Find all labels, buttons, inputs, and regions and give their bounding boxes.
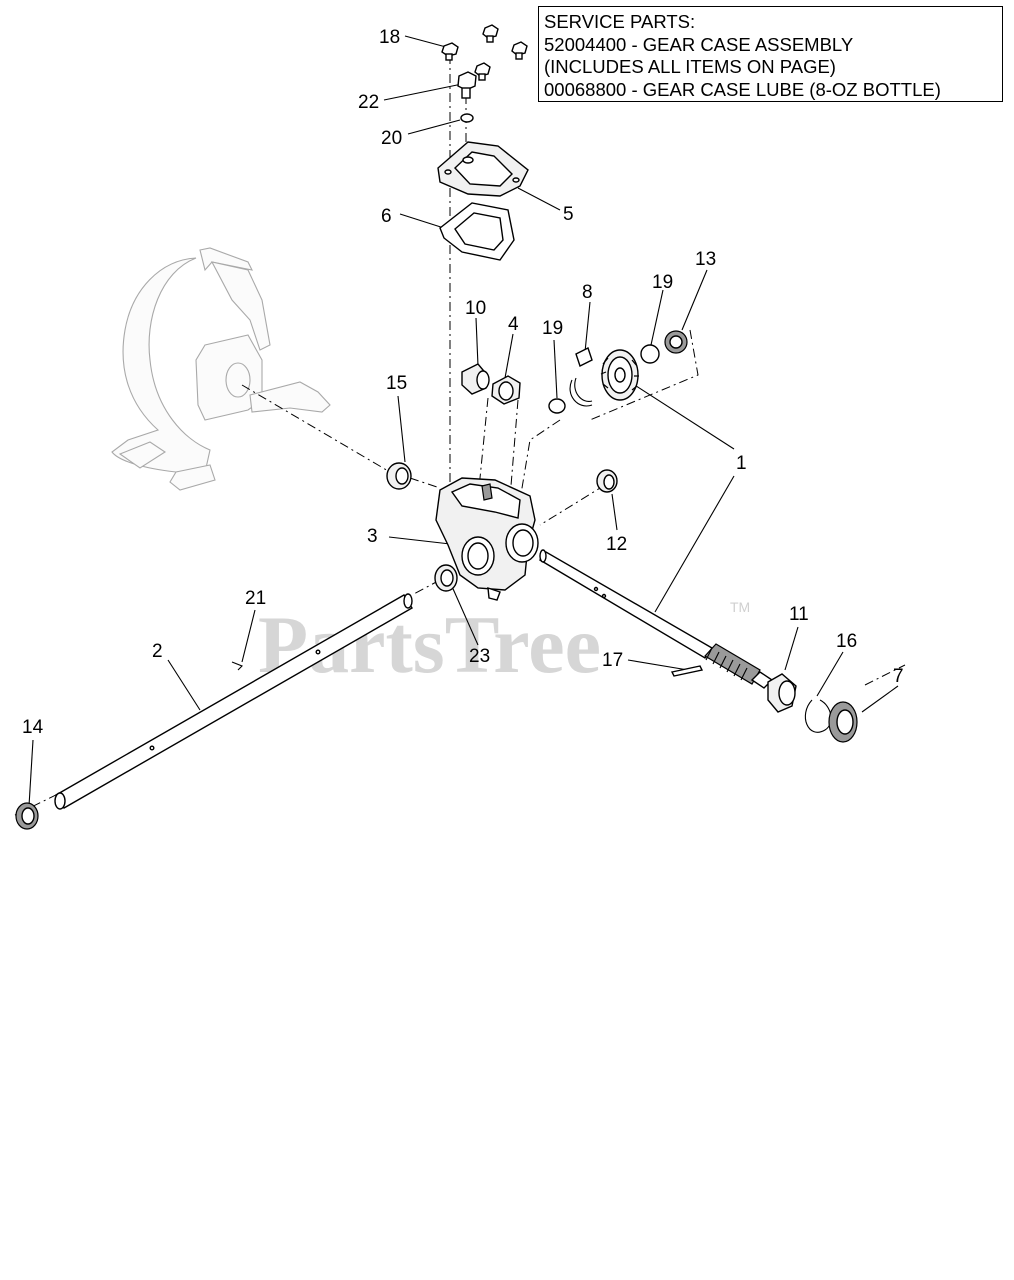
callout-4: 4: [508, 314, 519, 335]
callout-6: 6: [381, 206, 392, 227]
bushing-23: [434, 564, 458, 592]
washer-20: [460, 113, 474, 123]
service-parts-line-3: 00068800 - GEAR CASE LUBE (8-OZ BOTTLE): [544, 78, 941, 100]
bolts-18: [441, 24, 528, 81]
watermark: PartsTree TM: [258, 599, 750, 690]
callout-19-left: 19: [542, 318, 563, 339]
callout-8: 8: [582, 282, 593, 303]
retaining-ring-16: [804, 699, 832, 733]
gear-case-cover-5: [437, 141, 529, 197]
worm-shaft-1: [538, 549, 774, 689]
worm-gear-1: [600, 349, 639, 401]
callout-7: 7: [893, 666, 904, 687]
pin-21: [231, 661, 243, 671]
callout-5: 5: [563, 204, 574, 225]
callout-1: 1: [736, 453, 747, 474]
service-parts-title: SERVICE PARTS:: [544, 11, 696, 32]
callout-16: 16: [836, 631, 857, 652]
shaft-2: [54, 593, 413, 810]
callout-18: 18: [379, 27, 400, 48]
bearing-13: [664, 330, 688, 354]
gasket-6: [439, 202, 515, 261]
callout-10: 10: [465, 298, 486, 319]
leader-lines: [28, 35, 899, 807]
service-parts-line-2: (INCLUDES ALL ITEMS ON PAGE): [544, 56, 836, 77]
callout-12: 12: [606, 534, 627, 555]
callout-15: 15: [386, 373, 407, 394]
callout-23: 23: [469, 646, 490, 667]
impeller-housing-ghost: [111, 247, 331, 491]
bearing-7: [828, 701, 858, 743]
callout-13: 13: [695, 249, 716, 270]
watermark-tm: TM: [730, 599, 750, 615]
fill-plug-22: [457, 71, 477, 99]
callout-21: 21: [245, 588, 266, 609]
pin-17: [670, 665, 704, 677]
bushing-12: [596, 469, 618, 493]
gear-case-housing-3: [435, 477, 539, 601]
bearing-11: [767, 673, 797, 713]
bushing-4: [491, 375, 521, 405]
bushing-10: [461, 363, 490, 395]
callout-20: 20: [381, 128, 402, 149]
bearing-14: [15, 802, 39, 830]
washer-19-right: [640, 344, 660, 364]
service-parts-line-1: 52004400 - GEAR CASE ASSEMBLY: [544, 33, 854, 55]
watermark-text: PartsTree: [258, 599, 601, 690]
callout-11: 11: [789, 604, 809, 625]
washer-19-left: [548, 398, 566, 414]
callout-19-right: 19: [652, 272, 673, 293]
callout-17: 17: [602, 650, 623, 671]
callout-3: 3: [367, 526, 378, 547]
callout-labels: 18 22 20 5 6 13 19 8 10 4 19 15 1 12 3 1…: [22, 27, 904, 738]
callout-22: 22: [358, 92, 379, 113]
service-parts-box: SERVICE PARTS: 52004400 - GEAR CASE ASSE…: [538, 6, 1003, 102]
callout-2: 2: [152, 641, 163, 662]
callout-14: 14: [22, 717, 44, 738]
bushing-15: [386, 462, 412, 490]
key-8: [569, 347, 593, 407]
